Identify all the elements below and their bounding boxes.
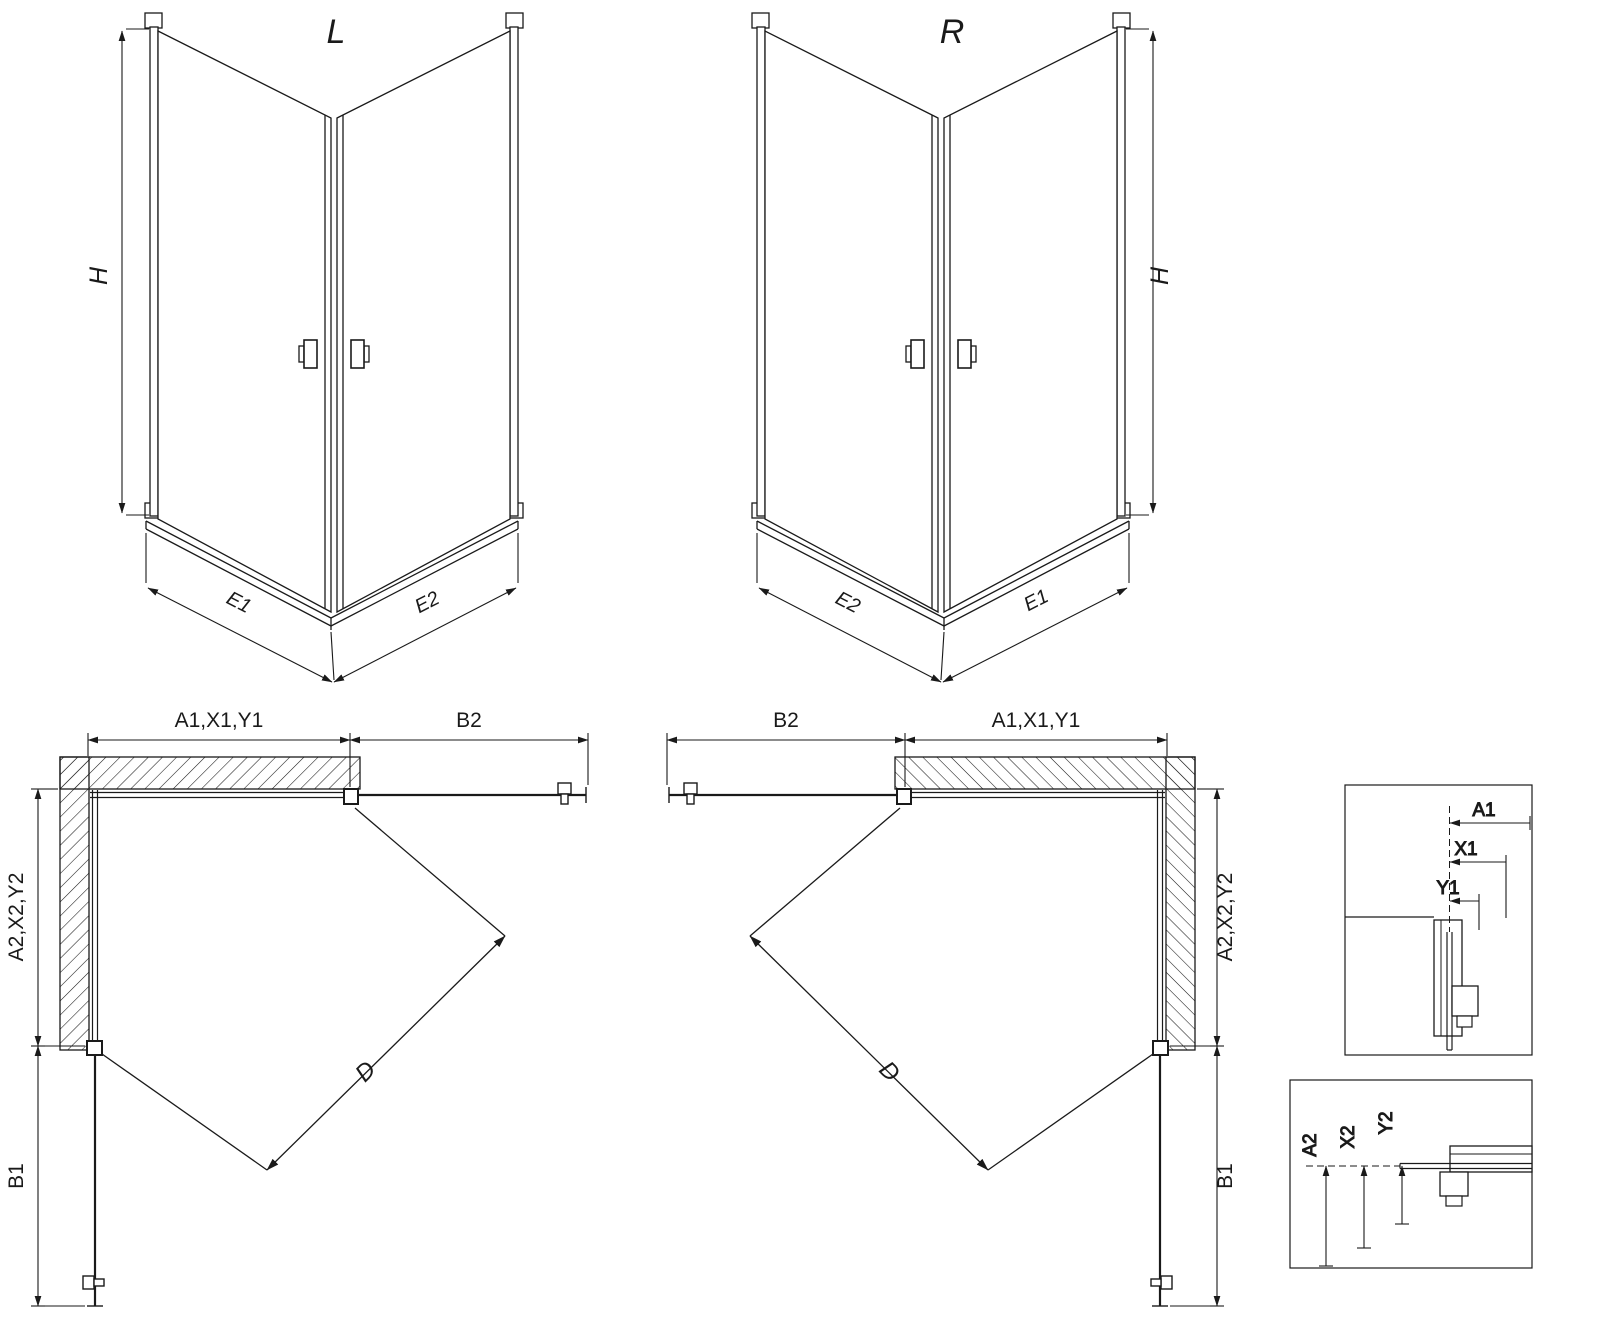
plan-geometry-left	[31, 733, 588, 1306]
dim-label-a1x1y1-plan-right: A1,X1,Y1	[992, 709, 1081, 732]
dim-label-a2x2y2-plan-right: A2,X2,Y2	[1214, 873, 1237, 962]
iso-geometry-left	[122, 13, 523, 682]
dim-label-e2-right: E2	[832, 587, 864, 618]
detail-dim-a2: A2	[1300, 1133, 1321, 1156]
detail-dim-y1: Y1	[1436, 878, 1459, 899]
variant-label-left: L	[327, 13, 346, 51]
detail-inset-top: A1 X1 Y1	[1344, 784, 1533, 1056]
dim-label-e1-left: E1	[223, 587, 255, 618]
glass-clamp	[1451, 985, 1479, 1017]
dim-label-b1-plan-left: B1	[5, 1163, 28, 1189]
iso-view-right: R H E2 E1	[752, 13, 1174, 682]
wall-profile-section	[1449, 1145, 1533, 1173]
dim-label-b2-plan-right: B2	[773, 709, 799, 732]
iso-view-left: L H E1 E2	[85, 13, 523, 682]
dim-label-b2-plan-left: B2	[456, 709, 482, 732]
variant-label-right: R	[940, 13, 965, 51]
plan-view-right: B2 A1,X1,Y1 A2,X2,Y2 B1 D	[667, 709, 1237, 1306]
detail-dim-y2: Y2	[1376, 1111, 1397, 1134]
detail-bottom-frame	[1289, 1079, 1533, 1269]
iso-geometry-right	[752, 13, 1153, 682]
detail-dim-x1: X1	[1454, 839, 1477, 860]
dim-label-h-right: H	[1146, 266, 1174, 285]
plan-geometry-right	[667, 733, 1224, 1306]
detail-inset-bottom: A2 X2 Y2	[1289, 1079, 1533, 1269]
detail-dim-a1: A1	[1472, 800, 1495, 821]
dim-label-e2-left: E2	[411, 587, 443, 618]
detail-bottom-dimensions	[1319, 1165, 1409, 1267]
plan-view-left: A1,X1,Y1 B2 A2,X2,Y2 B1 D	[5, 709, 588, 1306]
dim-label-h-left: H	[85, 266, 113, 285]
dim-label-b1-plan-right: B1	[1214, 1163, 1237, 1189]
dim-label-a2x2y2-plan-left: A2,X2,Y2	[5, 873, 28, 962]
dim-label-e1-right: E1	[1020, 585, 1052, 616]
glass-clamp	[1439, 1171, 1469, 1197]
dim-label-a1x1y1-plan-left: A1,X1,Y1	[175, 709, 264, 732]
detail-top-frame	[1344, 784, 1533, 1056]
detail-dim-x2: X2	[1338, 1125, 1359, 1148]
dim-label-d-plan-left: D	[350, 1056, 381, 1087]
detail-top-dimensions	[1449, 816, 1531, 930]
dim-label-d-plan-right: D	[874, 1056, 905, 1087]
